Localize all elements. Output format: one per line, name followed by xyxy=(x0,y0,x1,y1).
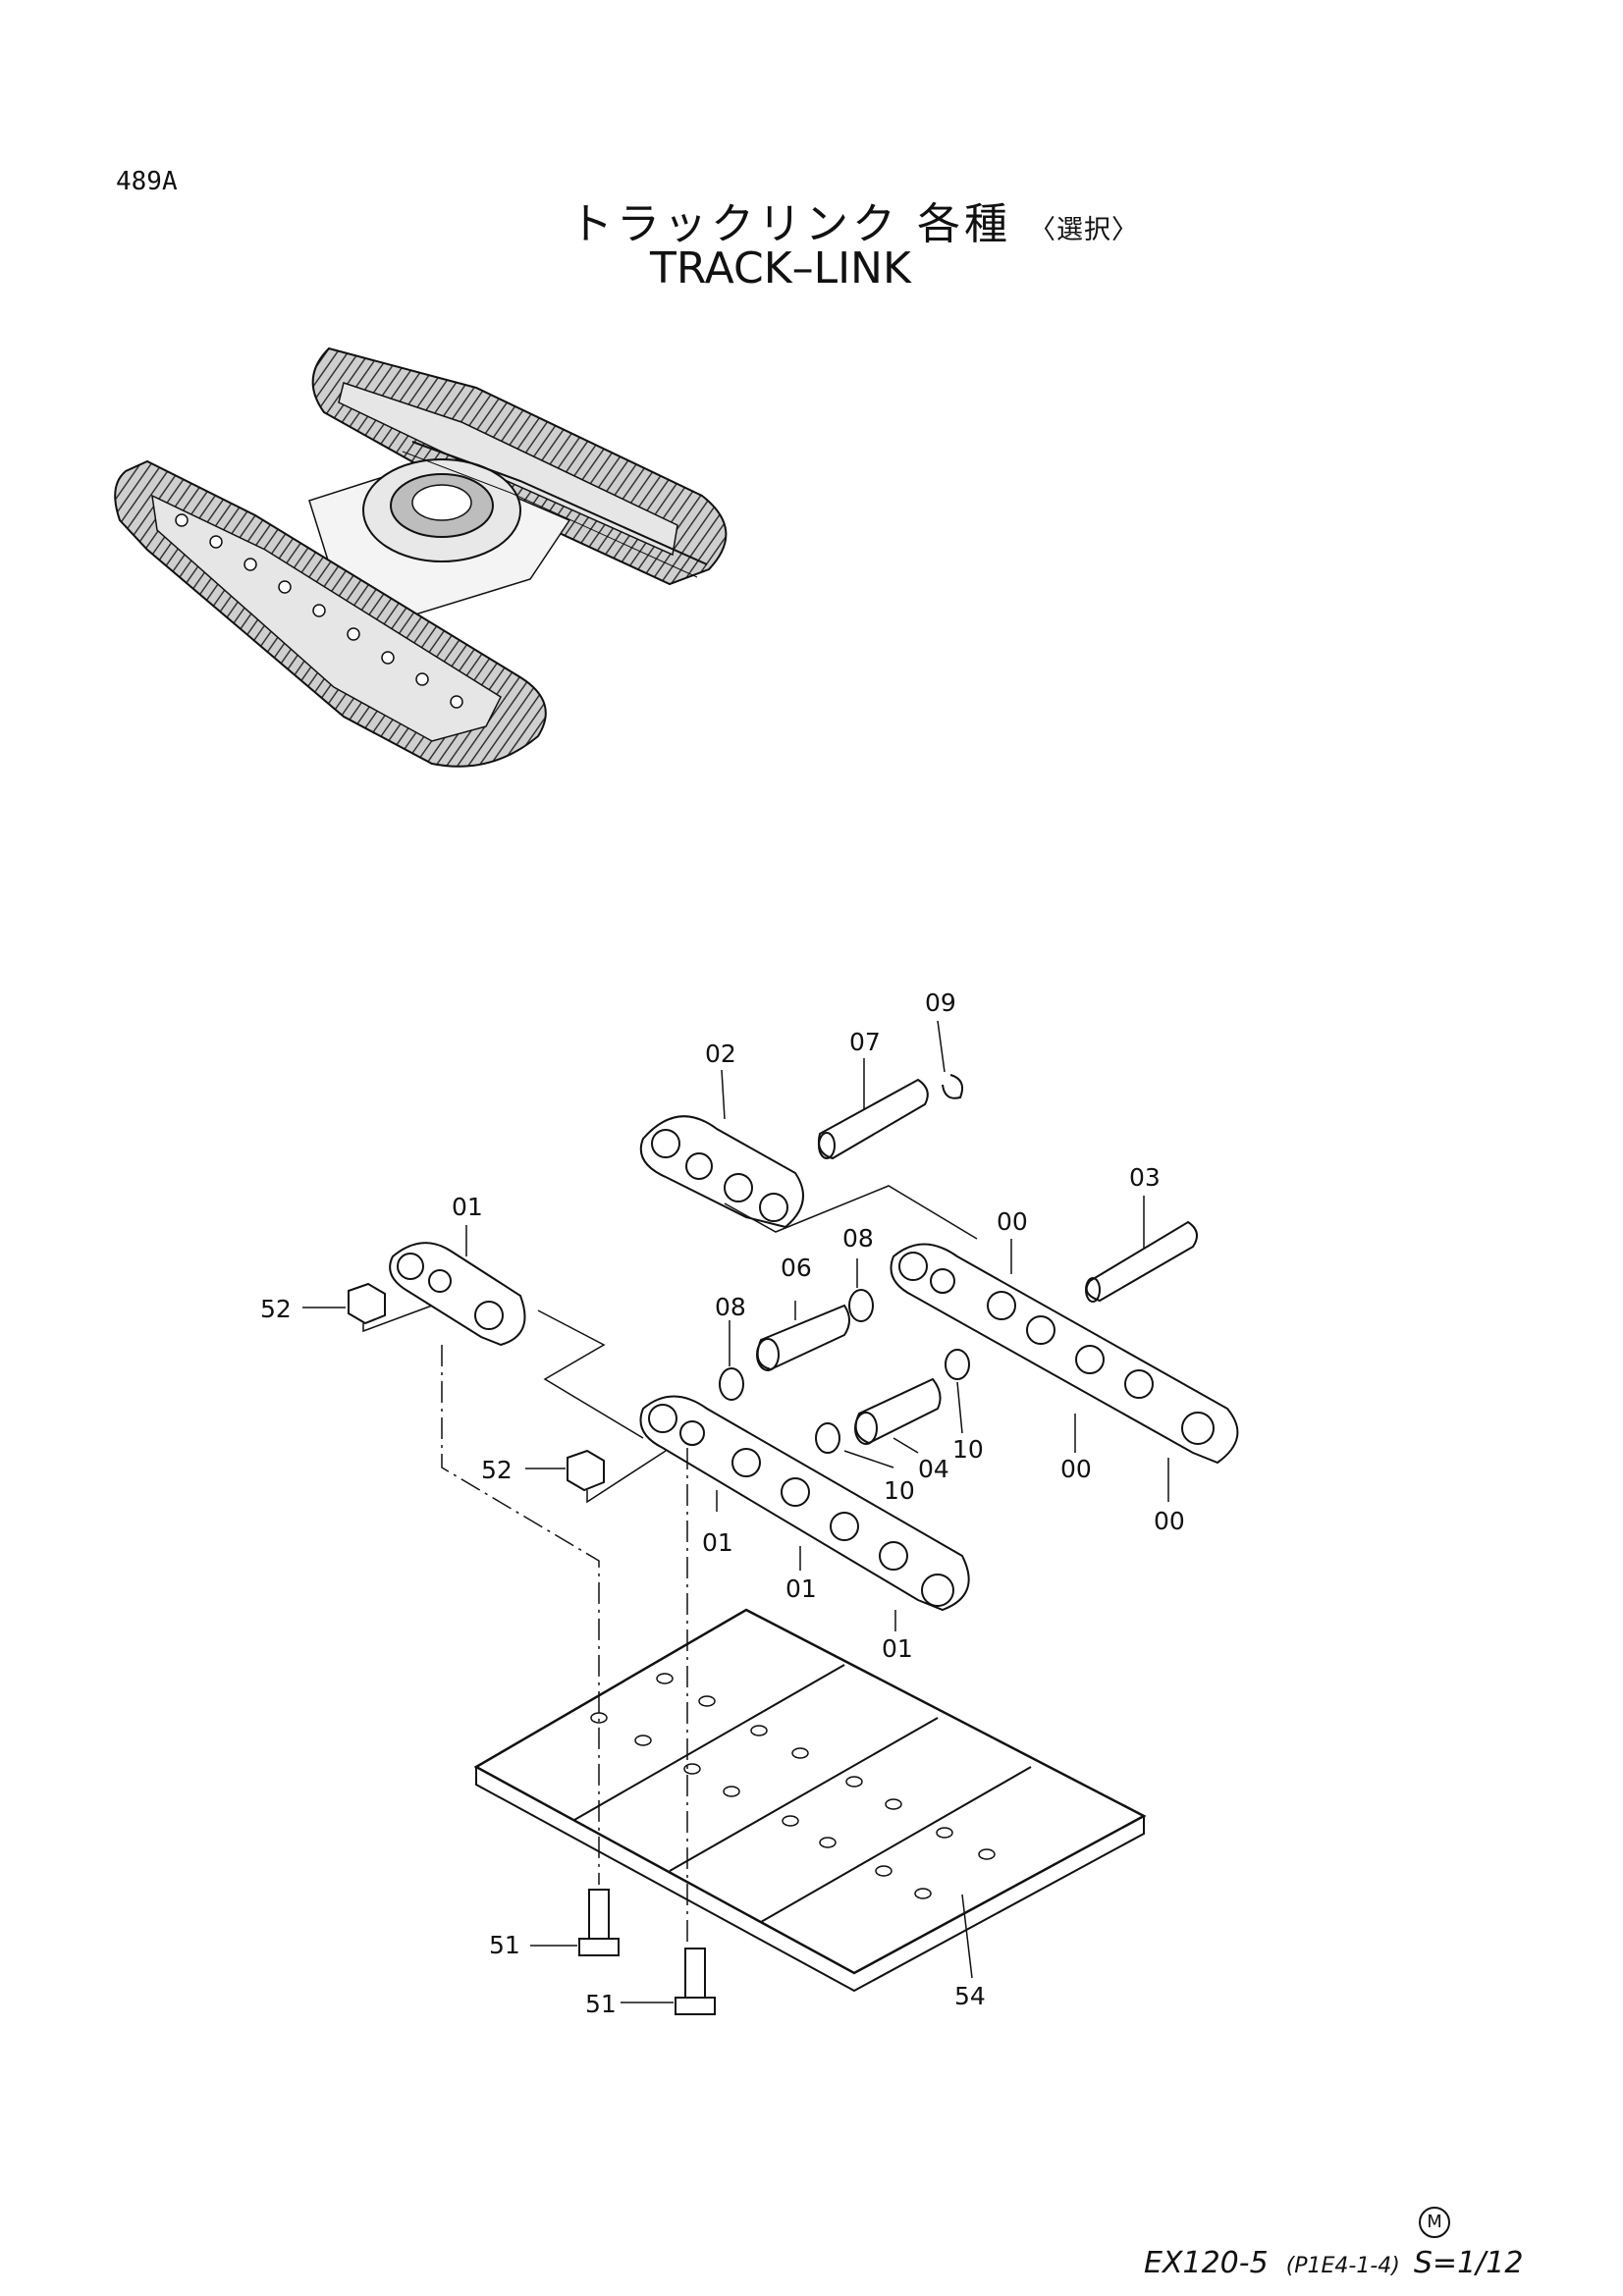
title-japanese-text: トラックリンク 各種 xyxy=(569,199,1011,249)
undercarriage-overview-illustration xyxy=(114,347,728,768)
callout-03: 03 xyxy=(1129,1163,1161,1192)
callout-07: 07 xyxy=(849,1028,881,1056)
callout-51-lower: 51 xyxy=(585,1990,617,2018)
callout-01-c: 01 xyxy=(882,1634,913,1663)
callout-00-bottom: 00 xyxy=(1154,1507,1185,1535)
callout-10-left: 10 xyxy=(884,1476,915,1505)
seal-ring-08-upper xyxy=(848,1289,874,1322)
page-title-japanese: トラックリンク 各種 〈選択〉 xyxy=(569,188,1139,251)
callout-01-left: 01 xyxy=(452,1193,483,1221)
callout-52-lower: 52 xyxy=(481,1456,513,1484)
callout-04: 04 xyxy=(918,1455,949,1483)
callout-08-upper: 08 xyxy=(842,1224,874,1253)
nut-52-upper xyxy=(348,1282,386,1325)
callout-54: 54 xyxy=(954,1982,986,2010)
manual-mark-badge: M xyxy=(1419,2207,1450,2238)
seal-ring-10-upper xyxy=(945,1349,970,1380)
footer-model: EX120-5 xyxy=(1144,2246,1269,2280)
bushing-04 xyxy=(854,1377,942,1445)
callout-52-upper: 52 xyxy=(260,1295,292,1323)
title-japanese-subtitle: 〈選択〉 xyxy=(1029,215,1139,245)
bushing-06 xyxy=(756,1304,850,1371)
ring-09 xyxy=(942,1074,963,1099)
track-link-00-assembly xyxy=(890,1243,1239,1465)
track-pin-03 xyxy=(1085,1220,1198,1303)
callout-02: 02 xyxy=(705,1040,736,1068)
page-code: 489A xyxy=(116,167,178,196)
callout-08-lower: 08 xyxy=(715,1293,746,1321)
callout-01-a: 01 xyxy=(702,1528,733,1557)
track-link-01-left xyxy=(389,1242,526,1347)
seal-ring-08-lower xyxy=(719,1367,744,1401)
callout-00-top: 00 xyxy=(997,1207,1028,1236)
page-footer: EX120-5 (P1E4-1-4) S=1/12 xyxy=(1144,2246,1523,2280)
track-link-02 xyxy=(639,1115,804,1229)
footer-scale: S=1/12 xyxy=(1413,2246,1524,2280)
nut-52-lower xyxy=(567,1449,605,1492)
page-title-english: TRACK–LINK xyxy=(650,243,911,294)
bolt-51-right xyxy=(684,1948,706,1999)
callout-09: 09 xyxy=(925,988,956,1017)
footer-reference: (P1E4-1-4) xyxy=(1285,2254,1400,2278)
callout-00-middle: 00 xyxy=(1060,1455,1092,1483)
callout-01-b: 01 xyxy=(785,1575,817,1603)
callout-06: 06 xyxy=(781,1254,812,1282)
callout-10-right: 10 xyxy=(952,1435,984,1464)
bolt-51-left xyxy=(588,1889,610,1940)
callout-51-upper: 51 xyxy=(489,1931,520,1959)
seal-ring-10-lower xyxy=(815,1422,840,1454)
